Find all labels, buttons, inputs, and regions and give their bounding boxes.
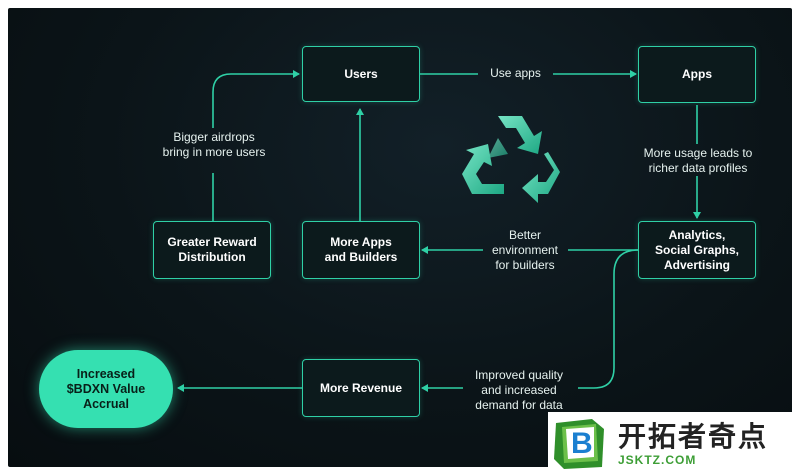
edge-label-bigger-airdrops: Bigger airdrops bring in more users: [162, 130, 266, 159]
edge-label-use-apps: Use apps: [490, 66, 541, 80]
watermark-mark-letter: B: [571, 426, 593, 460]
node-more-revenue-label: More Revenue: [319, 380, 403, 395]
edge-label-improved-quality: Improved quality and increased demand fo…: [474, 368, 564, 412]
node-value-accrual: Increased $BDXN Value Accrual: [39, 350, 173, 428]
node-value-accrual-label: Increased $BDXN Value Accrual: [66, 366, 146, 411]
node-analytics-label: Analytics, Social Graphs, Advertising: [654, 227, 740, 272]
recycle-icon: [462, 116, 560, 203]
watermark-logo: B 开拓者奇点 JSKTZ.COM: [548, 412, 800, 475]
watermark-url: JSKTZ.COM: [618, 452, 697, 467]
edge-label-more-usage: More usage leads to richer data profiles: [643, 146, 753, 175]
node-apps-label: Apps: [682, 67, 712, 81]
node-more-apps: More Apps and Builders: [302, 221, 420, 279]
watermark-mark: B: [552, 417, 608, 471]
node-apps: Apps: [638, 46, 756, 103]
watermark-brand: 开拓者奇点: [618, 420, 769, 452]
node-users-label: Users: [344, 66, 378, 81]
node-users: Users: [302, 46, 420, 102]
flow-diagram: Users Apps Analytics, Social Graphs, Adv…: [8, 8, 792, 467]
line-analytics-down: [578, 249, 639, 389]
node-greater-reward: Greater Reward Distribution: [153, 221, 271, 279]
edge-label-better-env: Better environment for builders: [491, 228, 559, 272]
node-more-revenue: More Revenue: [302, 359, 420, 417]
arrow-reward-to-users: [212, 70, 300, 128]
node-analytics: Analytics, Social Graphs, Advertising: [638, 221, 756, 279]
node-greater-reward-label: Greater Reward Distribution: [167, 235, 257, 264]
node-more-apps-label: More Apps and Builders: [324, 235, 398, 264]
connector-lines: [177, 70, 701, 392]
